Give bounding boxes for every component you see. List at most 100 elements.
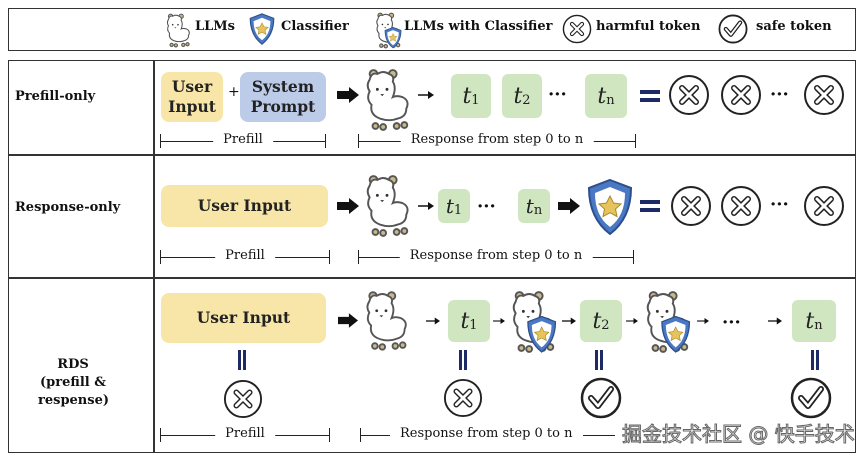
row-label-prefill-only: Prefill-only bbox=[15, 89, 96, 104]
response-label: Response from step 0 to n bbox=[399, 248, 593, 263]
arrow-icon bbox=[626, 316, 638, 326]
equals-vertical bbox=[459, 350, 467, 370]
arrow-icon bbox=[697, 316, 709, 326]
ellipsis: ··· bbox=[770, 84, 789, 105]
token-label: t bbox=[805, 308, 815, 334]
ellipsis: ··· bbox=[548, 84, 567, 105]
token-sub: 2 bbox=[522, 92, 531, 108]
prefill-span: Prefill bbox=[160, 426, 330, 442]
ellipsis: ··· bbox=[770, 194, 789, 215]
harmful-token-icon bbox=[562, 14, 592, 44]
token-sub: n bbox=[606, 92, 615, 108]
plus-sign: + bbox=[228, 84, 240, 100]
harmful-token-icon bbox=[223, 379, 263, 419]
arrow-icon bbox=[418, 201, 434, 211]
arrow-icon bbox=[418, 90, 434, 100]
llama-icon bbox=[360, 172, 414, 238]
safe-token-icon bbox=[718, 14, 748, 44]
prefill-label: Prefill bbox=[215, 248, 275, 263]
system-prompt-box: System Prompt bbox=[240, 72, 326, 122]
token-label: t bbox=[513, 83, 523, 109]
llama-with-shield-icon bbox=[640, 288, 694, 354]
legend bbox=[8, 8, 856, 51]
ellipsis: ··· bbox=[477, 196, 496, 217]
response-span: Response from step 0 to n bbox=[358, 248, 634, 264]
token-label: t bbox=[592, 308, 602, 334]
row-divider bbox=[8, 154, 856, 156]
token-sub: n bbox=[533, 202, 543, 218]
user-input-box: User Input bbox=[161, 293, 326, 343]
row-label-rds: RDS (prefill & respense) bbox=[38, 357, 109, 408]
token-label: t bbox=[597, 83, 607, 109]
llama-with-shield-icon bbox=[506, 288, 560, 354]
equals-vertical bbox=[238, 350, 246, 370]
token-label: t bbox=[462, 83, 472, 109]
token-label: t bbox=[460, 308, 470, 334]
token-sub: 1 bbox=[471, 92, 480, 108]
legend-llms-with-classifier: LLMs with Classifier bbox=[404, 19, 553, 34]
row-divider bbox=[8, 277, 856, 279]
prefill-span: Prefill bbox=[160, 132, 326, 148]
row-label-response-only: Response-only bbox=[15, 200, 121, 215]
equals-vertical bbox=[595, 350, 603, 370]
harmful-token-icon bbox=[670, 185, 712, 227]
thick-arrow-icon bbox=[337, 198, 359, 214]
legend-classifier: Classifier bbox=[281, 19, 349, 34]
harmful-token-icon bbox=[443, 378, 483, 418]
token-sub: n bbox=[814, 317, 823, 333]
llama-with-shield-icon bbox=[372, 11, 404, 49]
prefill-label: Prefill bbox=[215, 426, 275, 441]
arrow-icon bbox=[562, 316, 576, 326]
user-input-box: User Input bbox=[161, 72, 223, 122]
harmful-token-icon bbox=[668, 74, 710, 116]
shield-icon bbox=[248, 12, 276, 46]
token-label: t bbox=[445, 194, 454, 218]
watermark: 掘金技术社区 @ 快手技术 bbox=[622, 422, 856, 447]
response-label: Response from step 0 to n bbox=[400, 132, 594, 147]
harmful-token-icon bbox=[803, 74, 845, 116]
llama-icon bbox=[360, 66, 414, 132]
arrow-icon bbox=[768, 316, 782, 326]
user-input-box: User Input bbox=[161, 185, 328, 227]
token-label: t bbox=[525, 194, 534, 218]
arrow-icon bbox=[493, 316, 505, 326]
response-span: Response from step 0 to n bbox=[358, 132, 636, 148]
safe-token-icon bbox=[580, 377, 622, 419]
column-divider bbox=[153, 60, 155, 453]
arrow-icon bbox=[426, 316, 440, 326]
token-sub: 2 bbox=[601, 317, 610, 333]
prefill-label: Prefill bbox=[213, 132, 273, 147]
thick-arrow-icon bbox=[558, 198, 580, 214]
equals-vertical bbox=[811, 350, 819, 370]
harmful-token-icon bbox=[803, 185, 845, 227]
shield-icon bbox=[585, 178, 635, 236]
equals-sign bbox=[640, 200, 660, 212]
llama-icon bbox=[162, 12, 194, 48]
response-label: Response from step 0 to n bbox=[390, 426, 583, 441]
token-sub: 1 bbox=[453, 202, 463, 218]
thick-arrow-icon bbox=[338, 313, 358, 328]
legend-harmful-token: harmful token bbox=[596, 19, 701, 34]
legend-safe-token: safe token bbox=[756, 19, 832, 34]
legend-llms: LLMs bbox=[195, 19, 235, 34]
thick-arrow-icon bbox=[337, 87, 359, 103]
safe-token-icon bbox=[790, 377, 832, 419]
harmful-token-icon bbox=[720, 185, 762, 227]
ellipsis: ··· bbox=[722, 312, 741, 333]
llama-icon bbox=[360, 288, 412, 352]
prefill-span: Prefill bbox=[160, 248, 330, 264]
equals-sign bbox=[640, 90, 660, 102]
harmful-token-icon bbox=[720, 74, 762, 116]
token-sub: 1 bbox=[469, 317, 478, 333]
response-span: Response from step 0 to n bbox=[360, 426, 615, 442]
comparison-table bbox=[8, 60, 856, 453]
